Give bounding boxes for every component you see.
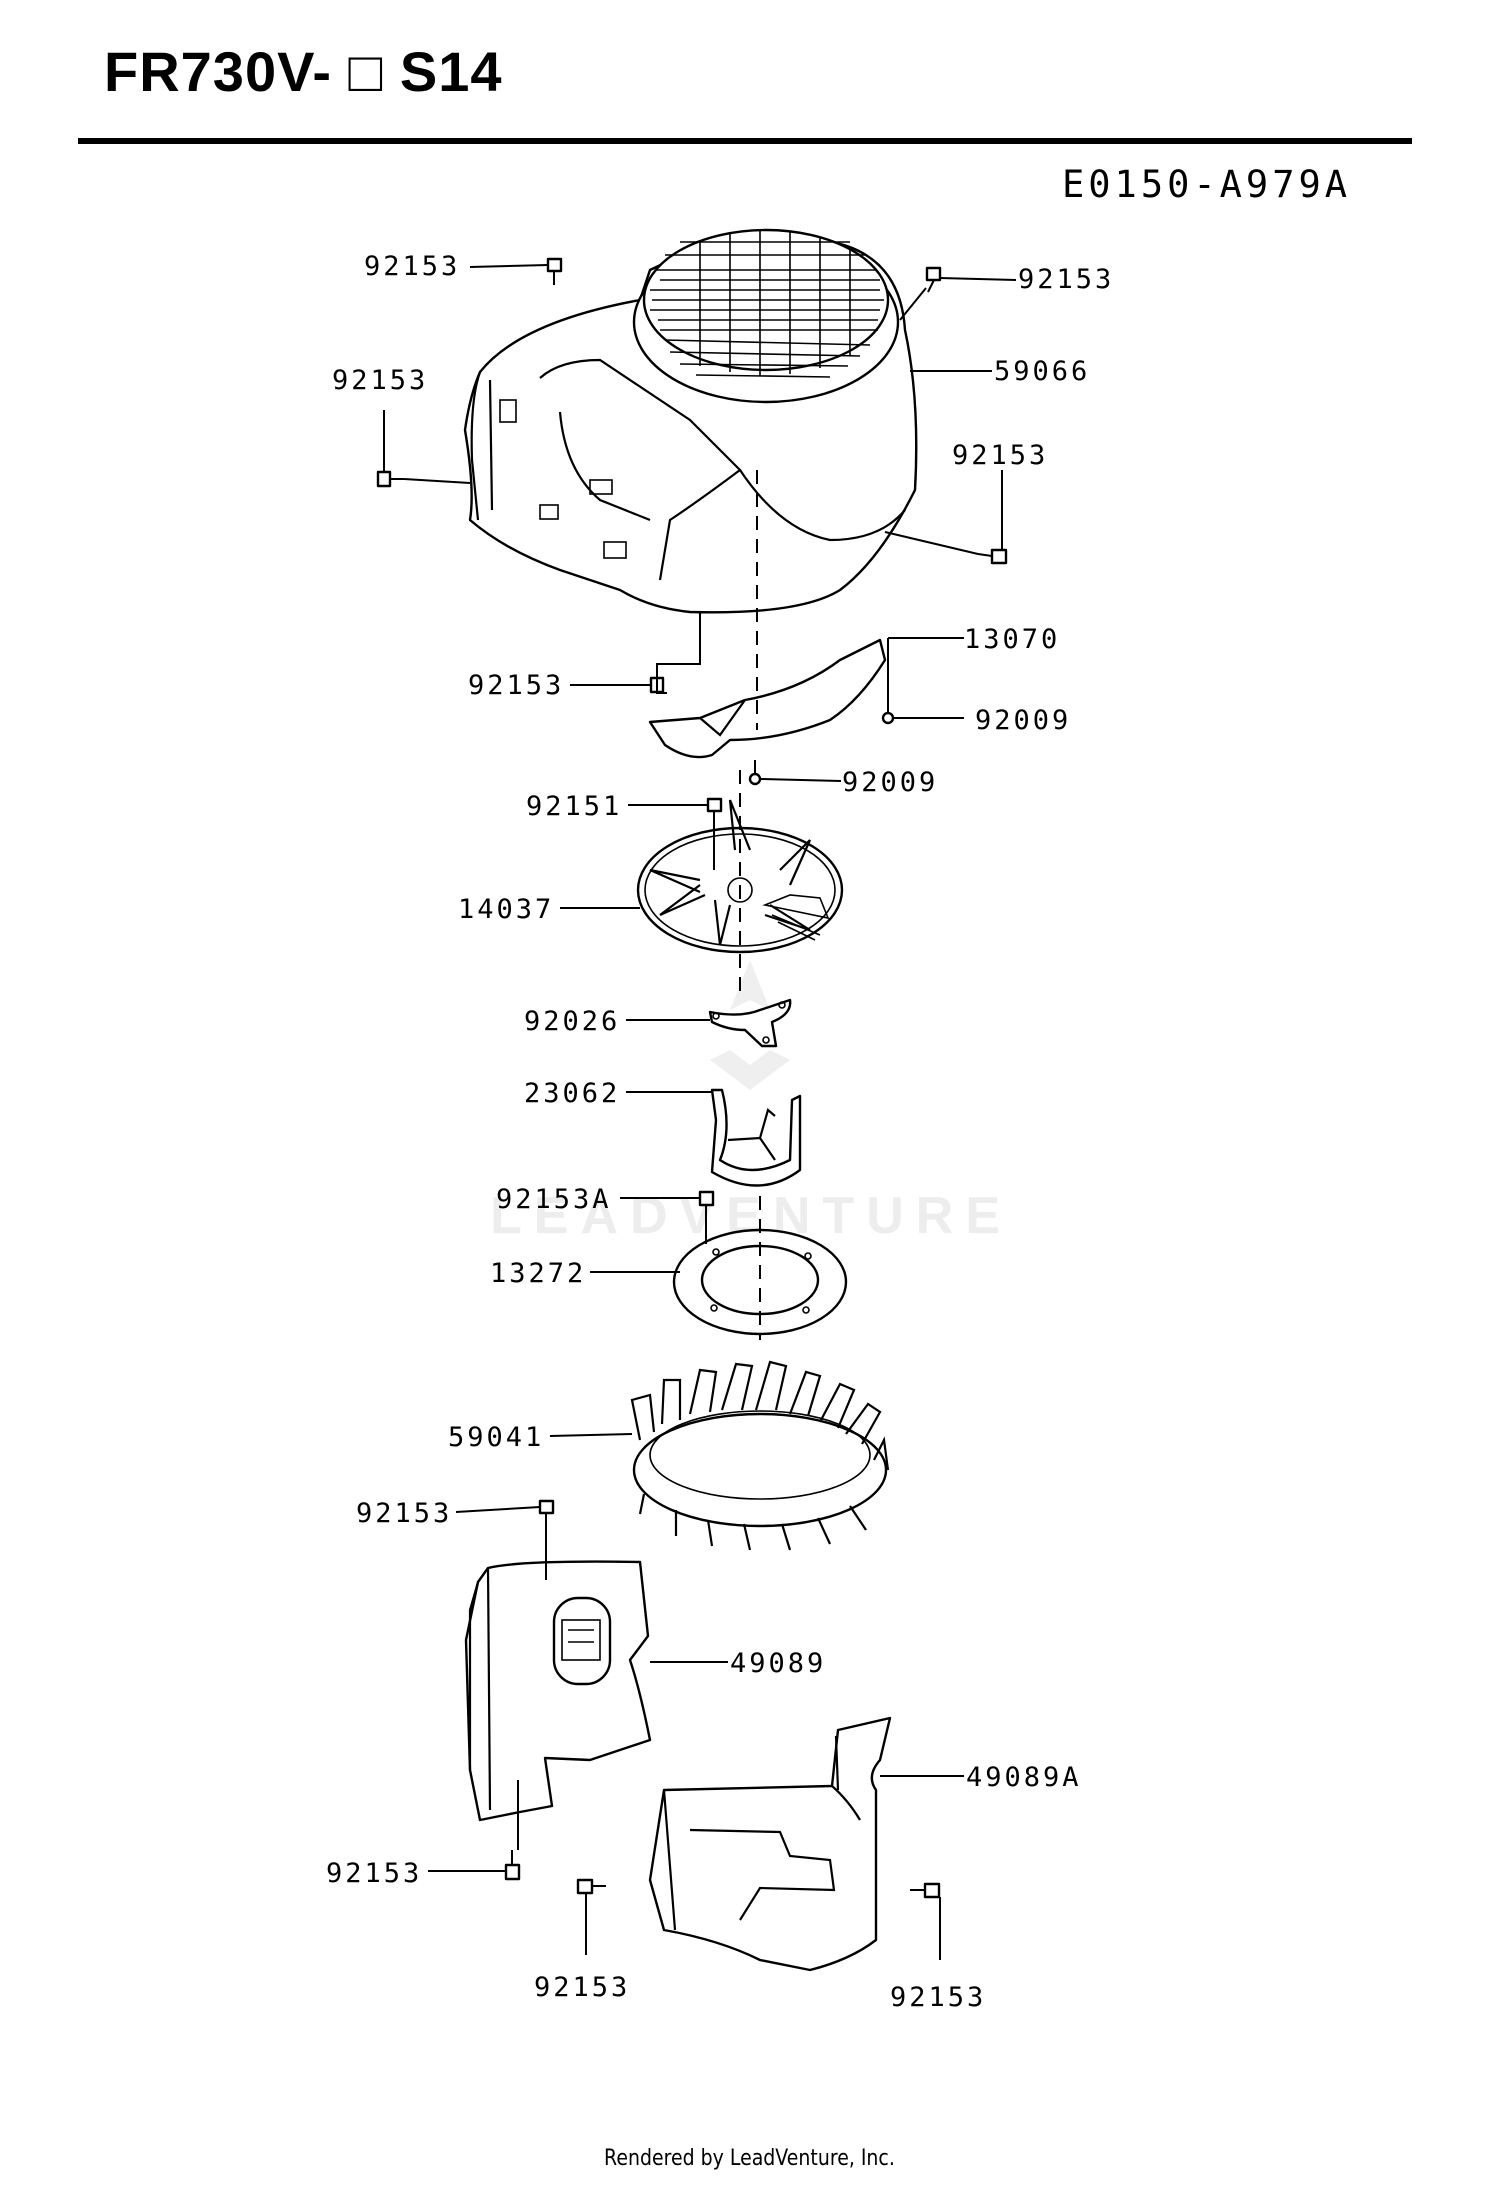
label-13070: 13070 <box>964 624 1060 655</box>
label-92153A: 92153A <box>496 1184 612 1215</box>
label-92153-under: 92153 <box>468 670 564 701</box>
leader-lines <box>383 264 1017 1960</box>
screw-92009-right[interactable] <box>881 711 895 725</box>
footer-credit: Rendered by LeadVenture, Inc. <box>604 2146 895 2171</box>
bolt-92153-lower-left[interactable] <box>504 1850 521 1881</box>
bolt-92153-top[interactable] <box>546 257 563 285</box>
diagram-code: E0150-A979A <box>1062 163 1352 206</box>
bolt-92153-right[interactable] <box>977 548 1008 565</box>
label-92153-top: 92153 <box>364 251 460 282</box>
label-92009-right: 92009 <box>975 705 1071 736</box>
label-92009-center: 92009 <box>842 767 938 798</box>
screw-92009-center[interactable] <box>748 760 762 786</box>
label-92153-lower-left: 92153 <box>326 1858 422 1889</box>
label-59066: 59066 <box>994 356 1090 387</box>
label-92153-cover: 92153 <box>356 1498 452 1529</box>
bolt-92153A[interactable] <box>698 1190 715 1220</box>
page-title: FR730V- □ S14 <box>104 40 503 103</box>
label-23062: 23062 <box>524 1078 620 1109</box>
bolt-92153-lower-mid[interactable] <box>576 1878 606 1895</box>
part-49089A-cover[interactable] <box>648 1716 892 1972</box>
bolt-92153-cover[interactable] <box>538 1499 555 1530</box>
part-49089-cover[interactable] <box>464 1560 652 1822</box>
label-92153-lower-mid: 92153 <box>534 1972 630 2003</box>
label-14037: 14037 <box>458 894 554 925</box>
part-13070-guide[interactable] <box>648 638 887 759</box>
label-49089A: 49089A <box>966 1762 1082 1793</box>
part-59041-fan[interactable] <box>630 1360 890 1551</box>
label-92153-right: 92153 <box>952 440 1048 471</box>
part-23062-bracket[interactable] <box>710 1088 802 1187</box>
label-49089: 49089 <box>730 1648 826 1679</box>
label-92153-left: 92153 <box>332 365 428 396</box>
label-92151: 92151 <box>526 791 622 822</box>
label-92153-lower-right: 92153 <box>890 1982 986 2013</box>
title-divider <box>78 138 1412 144</box>
part-92026-plate[interactable] <box>708 998 792 1048</box>
label-13272: 13272 <box>490 1258 586 1289</box>
bolt-92151[interactable] <box>706 797 723 826</box>
part-59066-blower-housing[interactable] <box>463 228 918 614</box>
label-59041: 59041 <box>448 1422 544 1453</box>
bolt-92153-left[interactable] <box>376 470 404 488</box>
label-92153-top-right: 92153 <box>1018 264 1114 295</box>
bolt-92153-top-right[interactable] <box>925 266 942 293</box>
bolt-92153-lower-right[interactable] <box>910 1882 941 1899</box>
label-92026: 92026 <box>524 1006 620 1037</box>
watermark-logo-icon <box>710 960 790 1090</box>
part-13272-plate[interactable] <box>672 1228 848 1336</box>
